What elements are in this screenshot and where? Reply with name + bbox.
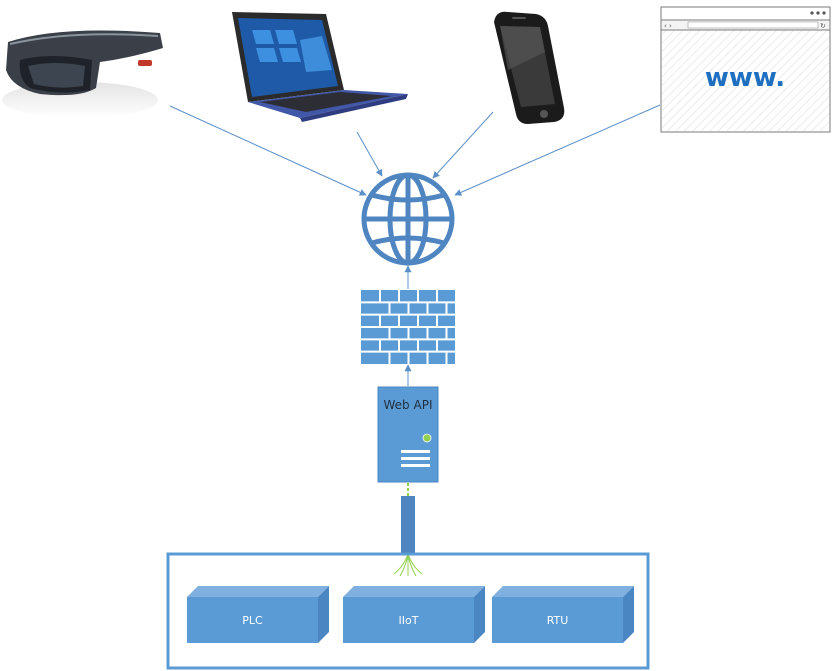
field-device-rtu: RTU [492,586,634,643]
internet [361,172,455,266]
laptop-icon [232,12,408,122]
server-label: Web API [384,398,433,412]
svg-text:‹ ›: ‹ › [664,22,672,30]
field-device-plc: PLC [187,586,329,643]
box-side-face [474,586,485,643]
box-top-face [492,586,634,597]
cable-fanout [393,553,423,577]
browser-icon: ‹ › ↻ [660,6,831,133]
connector-browser-globe [454,104,661,196]
connector-laptop-globe [356,131,383,177]
connector-headset-globe [169,105,367,196]
box-top-face [187,586,329,597]
box-side-face [623,586,634,643]
field-device-label: RTU [547,614,569,627]
field-devices-group: PLC IIoT RTU [166,552,650,670]
field-device-label: IIoT [399,614,419,627]
web-browser: ‹ › ↻ www. [660,6,831,133]
connector-phone-globe [432,111,494,179]
firewall-icon [361,290,455,364]
holographic-headset [2,30,163,118]
firewall [361,290,455,364]
box-front-face [187,597,318,643]
globe-icon [361,172,455,266]
box-front-face [343,597,474,643]
server-icon [377,386,439,483]
field-device-label: PLC [242,614,263,627]
headset-icon [2,30,163,118]
connectors [169,104,661,386]
laptop [232,12,408,122]
phone-icon [494,11,565,124]
smartphone [494,11,565,124]
box-front-face [492,597,623,643]
svg-text:↻: ↻ [820,22,826,30]
browser-www-text: www. [705,63,785,93]
box-side-face [318,586,329,643]
field-device-iiot: IIoT [343,586,485,643]
box-top-face [343,586,485,597]
field-devices-frame [166,552,650,670]
web-api-server: Web API [377,386,439,483]
network-cable [393,483,423,577]
